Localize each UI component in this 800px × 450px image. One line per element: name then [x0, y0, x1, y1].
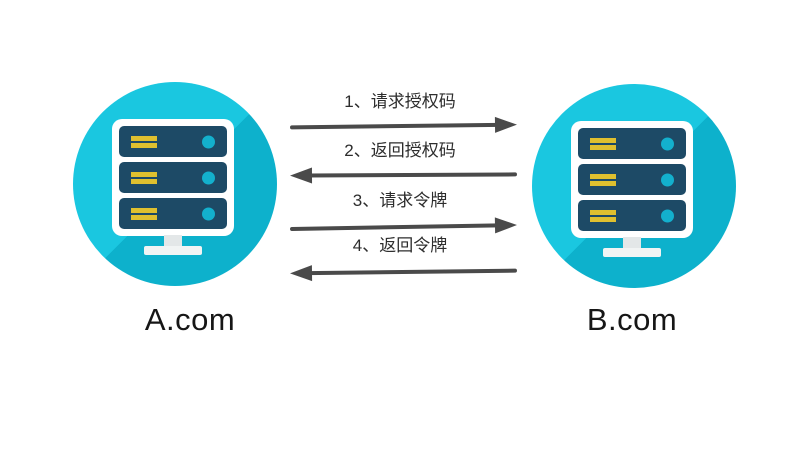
arrow-shaft [305, 268, 518, 276]
server-row [119, 126, 227, 157]
vents-lines-icon [590, 173, 616, 186]
arrow-head-icon [289, 167, 313, 184]
arrow-shaft [289, 223, 502, 231]
arrow-head-icon [289, 265, 313, 282]
message-4-label: 4、返回令牌 [352, 236, 448, 255]
vents-lines-icon [590, 209, 616, 222]
node-b-circle [532, 84, 736, 288]
arrow-head-icon [494, 116, 518, 133]
led-dot-icon [202, 171, 215, 184]
arrow-head-icon [494, 217, 518, 234]
arrow-3-right [289, 217, 518, 237]
vents-lines-icon [131, 171, 157, 184]
arrow-shaft [305, 172, 518, 178]
led-dot-icon [661, 173, 674, 186]
led-dot-icon [661, 137, 674, 150]
monitor-stand-neck [623, 237, 641, 250]
node-b-label: B.com [586, 302, 678, 337]
message-1-label: 1、请求授权码 [344, 92, 456, 111]
vents-lines-icon [131, 207, 157, 220]
server-icon [73, 82, 277, 286]
led-dot-icon [661, 209, 674, 222]
monitor-stand-neck [164, 235, 182, 248]
led-dot-icon [202, 135, 215, 148]
server-row [578, 164, 686, 195]
message-2-label: 2、返回授权码 [344, 141, 456, 160]
server-row [578, 200, 686, 231]
monitor-stand-base [144, 246, 202, 255]
node-a-circle [73, 82, 277, 286]
server-icon [532, 84, 736, 288]
server-monitor [112, 119, 234, 236]
arrow-1-right [289, 116, 518, 136]
server-row [578, 128, 686, 159]
arrow-2-left [289, 166, 518, 184]
arrow-4-left [289, 263, 518, 282]
server-monitor [571, 121, 693, 238]
vents-lines-icon [131, 135, 157, 148]
server-row [119, 198, 227, 229]
monitor-stand-base [603, 248, 661, 257]
arrow-shaft [289, 122, 502, 130]
led-dot-icon [202, 207, 215, 220]
node-a-label: A.com [144, 302, 236, 337]
server-row [119, 162, 227, 193]
message-3-label: 3、请求令牌 [352, 191, 448, 210]
vents-lines-icon [590, 137, 616, 150]
